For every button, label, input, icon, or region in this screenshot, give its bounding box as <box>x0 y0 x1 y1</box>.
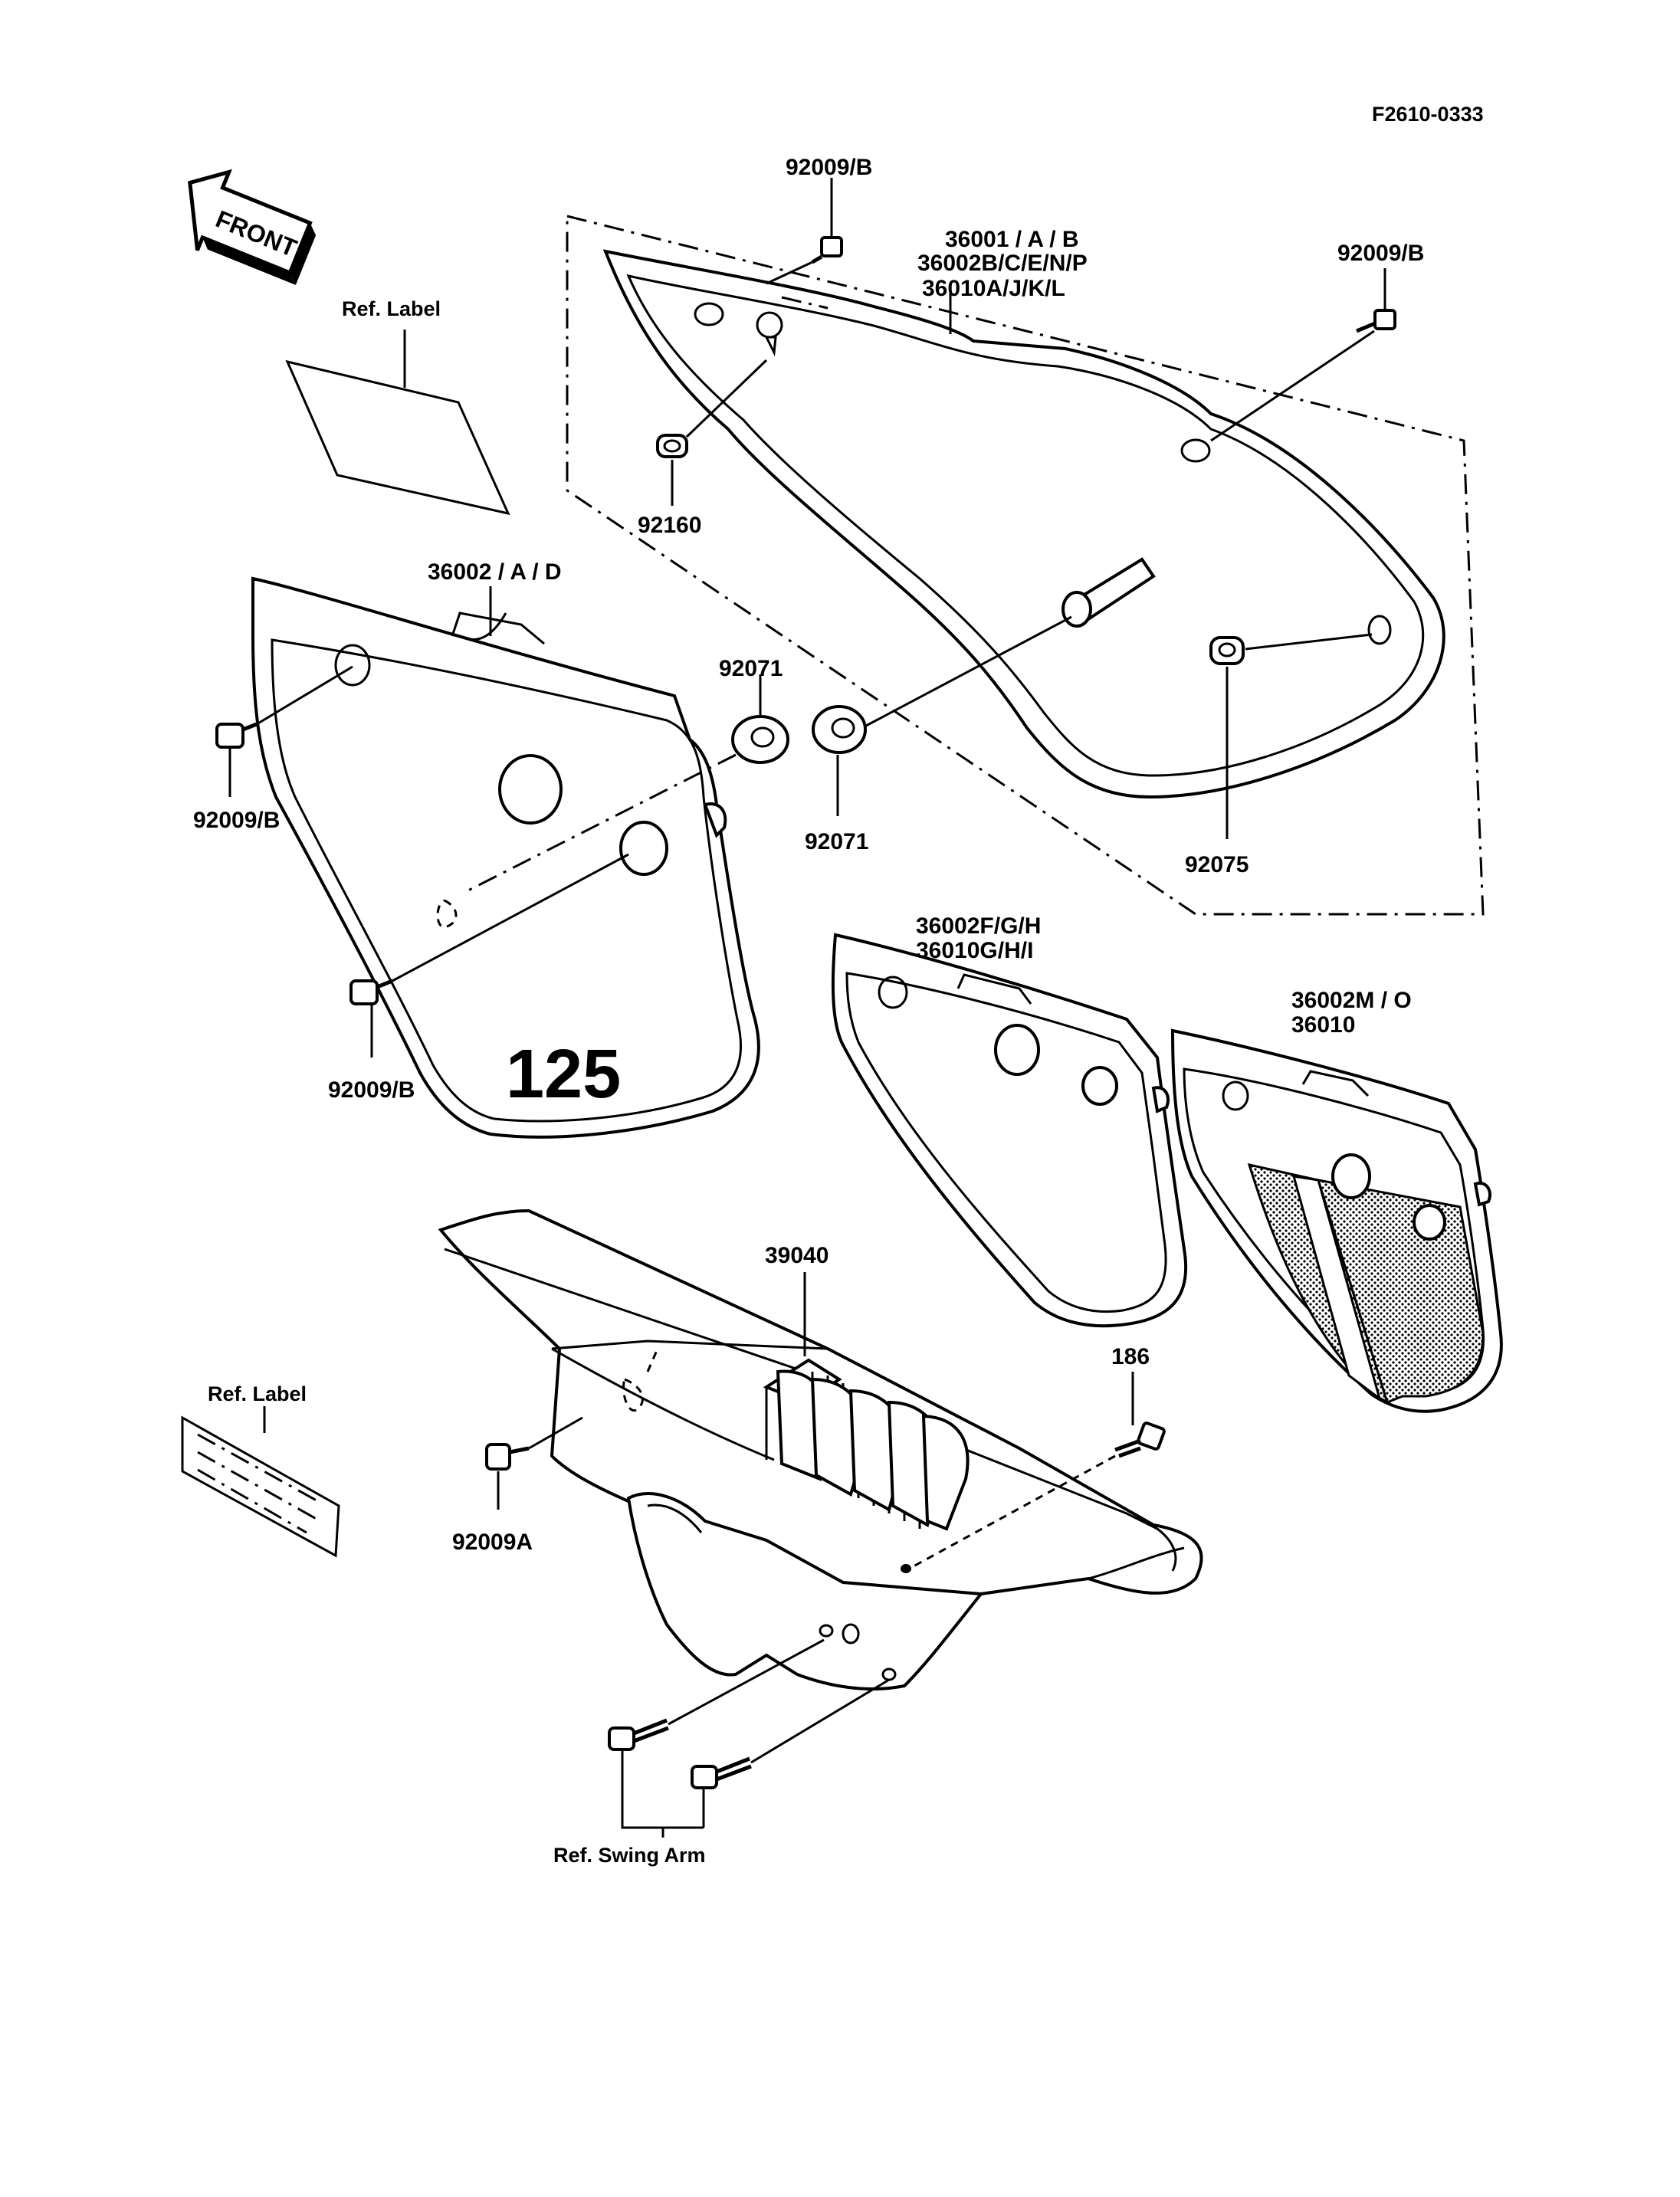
screw-92009b-top <box>766 178 843 285</box>
ref-label-top-text: Ref. Label <box>342 297 441 320</box>
part-186: 186 <box>1111 1344 1150 1369</box>
side-cover-36002: 125 <box>251 576 760 1139</box>
bolt-swing-arm-1 <box>608 1638 825 1785</box>
screw-92009b-right <box>1210 268 1396 442</box>
part-39040: 39040 <box>765 1243 829 1268</box>
ref-swing-arm-text: Ref. Swing Arm <box>553 1844 706 1867</box>
ref-label-sticker-top <box>285 330 510 516</box>
part-36002b: 36002B/C/E/N/P <box>917 251 1088 276</box>
part-92071-upper: 92071 <box>719 656 783 681</box>
mount-stud <box>854 557 1156 733</box>
part-36002f: 36002F/G/H <box>916 913 1041 939</box>
part-92009a: 92009A <box>452 1530 533 1555</box>
screw-92009b-left <box>215 665 353 797</box>
diagram-code: F2610-0333 <box>1372 103 1484 126</box>
ref-label-bottom-text: Ref. Label <box>208 1382 307 1405</box>
part-92071-lower: 92071 <box>805 829 868 854</box>
part-36001: 36001 / A / B <box>945 227 1079 252</box>
side-cover-36002m <box>1170 1028 1503 1413</box>
front-arrow-icon: FRONT <box>188 169 317 285</box>
bolt-186 <box>911 1372 1166 1569</box>
part-92009b-right: 92009/B <box>1337 241 1424 266</box>
grommet-92160 <box>656 359 768 506</box>
part-92160: 92160 <box>638 513 701 538</box>
part-92009b-lower: 92009/B <box>328 1077 415 1103</box>
part-36010: 36010 <box>1291 1012 1355 1038</box>
part-36010a: 36010A/J/K/L <box>922 276 1065 301</box>
grommet-92071-upper <box>463 674 789 894</box>
assembly-boundary <box>566 215 1485 916</box>
bolt-swing-arm-2 <box>691 1678 890 1828</box>
badge-125: 125 <box>506 1036 621 1113</box>
side-cover-36001 <box>602 249 1445 799</box>
chain-guard-39040 <box>438 1208 1203 1690</box>
screw-92009b-lower <box>349 853 629 1058</box>
grommet-92075 <box>1209 633 1373 839</box>
side-cover-36002f <box>831 933 1188 1328</box>
part-92075: 92075 <box>1185 852 1249 877</box>
ref-label-sticker-bottom <box>181 1406 340 1558</box>
part-36002: 36002 / A / D <box>428 559 562 585</box>
part-92009b-left: 92009/B <box>193 808 280 833</box>
chain-guard-ribs <box>763 1358 970 1531</box>
part-36010g: 36010G/H/I <box>916 938 1033 963</box>
screw-92009a <box>485 1416 583 1510</box>
grommet-92071-lower <box>812 705 867 816</box>
part-92009b-top: 92009/B <box>786 155 872 180</box>
part-36002m: 36002M / O <box>1291 988 1412 1013</box>
